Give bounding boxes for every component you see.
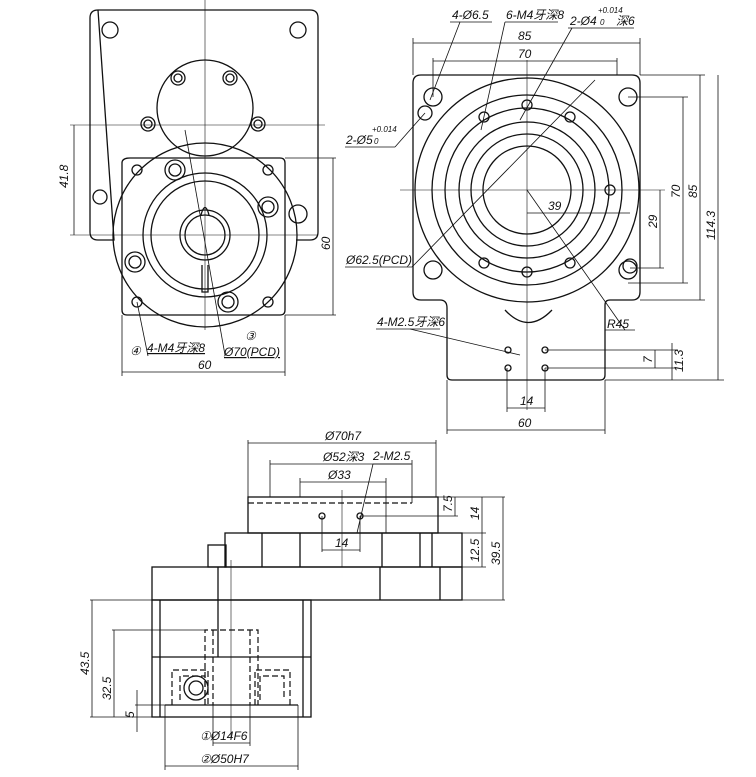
tol-upper-2: +0.014: [372, 125, 397, 134]
dim-70-right: 70: [669, 184, 683, 198]
dim-d33: Ø33: [327, 468, 351, 482]
tol-lower-2: 0: [374, 137, 379, 146]
dim-d50h7: ②Ø50H7: [200, 752, 250, 766]
corner-holes: [417, 87, 638, 280]
dim-d52: Ø52深3: [322, 450, 365, 464]
m4-holes: [131, 164, 274, 308]
dim-43-5: 43.5: [78, 651, 92, 675]
corner-hole: [92, 189, 108, 205]
connector: [207, 544, 227, 568]
dim-7: 7: [641, 355, 655, 363]
dim-114-3: 114.3: [704, 211, 718, 240]
dim-60: 60: [518, 416, 532, 430]
note-2-m2-5: 2-M2.5: [372, 449, 411, 463]
set-screw: [183, 675, 209, 701]
note-pcd-70: Ø70(PCD): [223, 345, 280, 359]
note-2-d4: 2-Ø4: [569, 14, 597, 28]
note-4-m4: 4-M4牙深8: [147, 341, 205, 355]
dim-14-holes: 14: [335, 536, 349, 550]
pcd-holes: [124, 159, 279, 313]
corner-hole: [289, 21, 307, 39]
dim-85-top: 85: [518, 29, 532, 43]
dim-60-vertical: 60: [319, 236, 333, 250]
motor-adapter: [151, 599, 312, 718]
note-4-m2-5: 4-M2.5牙深6: [377, 315, 445, 329]
corner-hole: [288, 204, 308, 224]
note-6-m4: 6-M4牙深8: [506, 8, 564, 22]
dim-32-5: 32.5: [100, 676, 114, 700]
tol-upper: +0.014: [598, 6, 623, 15]
corner-hole: [101, 21, 119, 39]
note-2-d5: 2-Ø5: [345, 133, 373, 147]
lower-boss: [504, 309, 553, 324]
marker-3: ③: [245, 329, 257, 343]
dim-d14f6: ①Ø14F6: [200, 729, 248, 743]
dim-12-5: 12.5: [468, 538, 482, 562]
dim-41-8: 41.8: [57, 164, 71, 188]
bottom-view: Ø70h7 Ø52深3 Ø33 2-M2.5 14 7.5 14 12.5 39…: [78, 429, 505, 770]
dim-11-3: 11.3: [672, 349, 686, 372]
dim-14: 14: [520, 394, 534, 408]
m25-holes: [504, 346, 549, 372]
tol-lower: 0: [600, 18, 605, 27]
dim-d70h7: Ø70h7: [324, 429, 362, 443]
hidden-bore: [204, 629, 259, 705]
note-depth-6: 深6: [616, 14, 635, 28]
dim-29: 29: [646, 214, 660, 229]
note-pcd-62-5: Ø62.5(PCD): [345, 253, 412, 267]
front-view: 41.8 60 60 ④ 4-M4牙深8 ③ Ø70(PCD): [57, 0, 336, 376]
bolt-holes: [140, 70, 266, 132]
note-r45: R45: [607, 317, 629, 331]
hidden-pocket-right: [254, 669, 291, 705]
note-4-d6-5: 4-Ø6.5: [452, 8, 489, 22]
dim-85-right: 85: [686, 184, 700, 198]
dim-7-5: 7.5: [441, 495, 455, 512]
dim-5: 5: [123, 711, 137, 718]
dim-60-horizontal: 60: [198, 358, 212, 372]
dim-39-5: 39.5: [489, 541, 503, 565]
dim-70-top: 70: [518, 47, 532, 61]
flange-square: [121, 157, 286, 316]
dim-14-right: 14: [468, 506, 482, 520]
dim-39: 39: [548, 199, 562, 213]
marker-4: ④: [130, 344, 142, 358]
side-view: 85 70 4-Ø6.5 6-M4牙深8 2-Ø4 +0.014 0 深6 2-…: [345, 6, 724, 434]
body-middle: [151, 566, 463, 601]
housing-outline: [412, 74, 641, 381]
